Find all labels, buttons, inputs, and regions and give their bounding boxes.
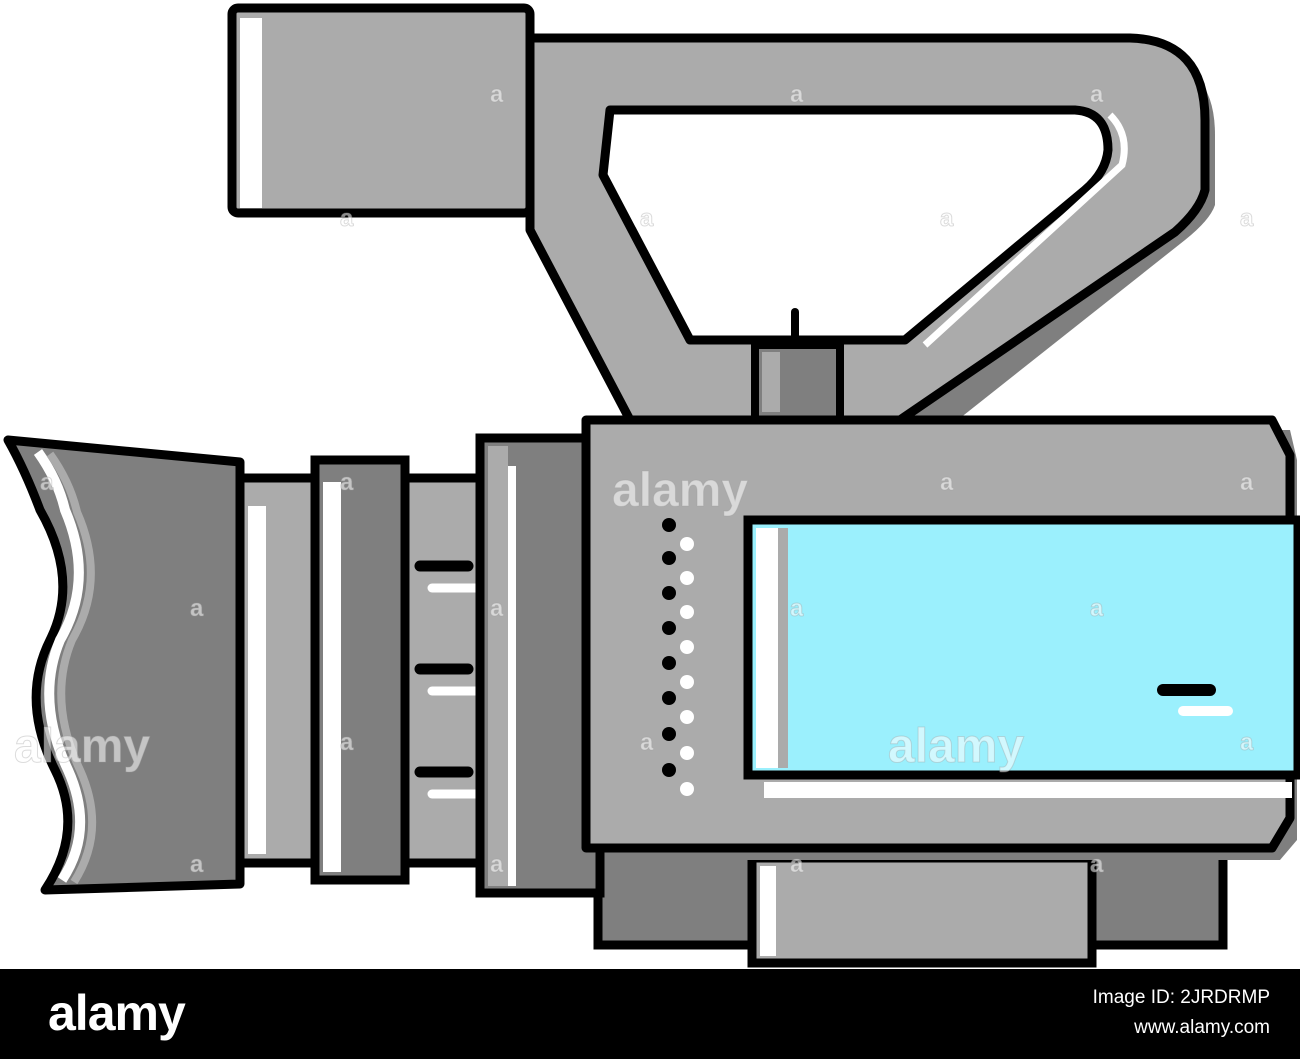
watermark-mark: a bbox=[1090, 595, 1104, 622]
handle-opening bbox=[598, 105, 1113, 345]
watermark-mark: a bbox=[640, 729, 654, 756]
watermark-mark: a bbox=[640, 205, 654, 232]
watermark-mark: a bbox=[190, 595, 204, 622]
watermark-mark: a bbox=[340, 729, 354, 756]
watermark-mark: a bbox=[1240, 205, 1254, 232]
watermark-mark: a bbox=[1240, 469, 1254, 496]
watermark-layer: alamy alamy alamy a a a a a a a a a a a … bbox=[14, 81, 1255, 879]
lcd-screen bbox=[743, 515, 1300, 780]
watermark-mark: a bbox=[340, 205, 354, 232]
footer-logo: alamy bbox=[48, 985, 186, 1041]
watermark-text: alamy bbox=[888, 720, 1024, 773]
stock-footer-bar: alamy Image ID: 2JRDRMP www.alamy.com bbox=[0, 969, 1300, 1059]
watermark-mark: a bbox=[190, 851, 204, 878]
watermark-mark: a bbox=[1090, 81, 1104, 108]
watermark-mark: a bbox=[790, 81, 804, 108]
watermark-text: alamy bbox=[612, 464, 748, 517]
lens-hood bbox=[3, 435, 245, 895]
handle-highlight bbox=[922, 112, 1128, 348]
watermark-mark: a bbox=[790, 595, 804, 622]
watermark-mark: a bbox=[340, 469, 354, 496]
video-camera-icon: alamy alamy alamy a a a a a a a a a a a … bbox=[3, 3, 1300, 968]
watermark-mark: a bbox=[490, 595, 504, 622]
image-id: Image ID: 2JRDRMP bbox=[1092, 987, 1270, 1008]
watermark-mark: a bbox=[490, 81, 504, 108]
watermark-mark: a bbox=[1090, 851, 1104, 878]
speaker-grille bbox=[662, 518, 694, 796]
footer-meta: Image ID: 2JRDRMP www.alamy.com bbox=[1093, 983, 1270, 1043]
watermark-mark: a bbox=[940, 205, 954, 232]
watermark-mark: a bbox=[940, 469, 954, 496]
watermark-mark: a bbox=[490, 851, 504, 878]
watermark-mark: a bbox=[790, 851, 804, 878]
watermark-text: alamy bbox=[14, 720, 150, 773]
footer-url: www.alamy.com bbox=[1134, 1017, 1270, 1038]
watermark-mark: a bbox=[1240, 729, 1254, 756]
watermark-mark: a bbox=[40, 469, 54, 496]
viewfinder bbox=[227, 3, 535, 218]
